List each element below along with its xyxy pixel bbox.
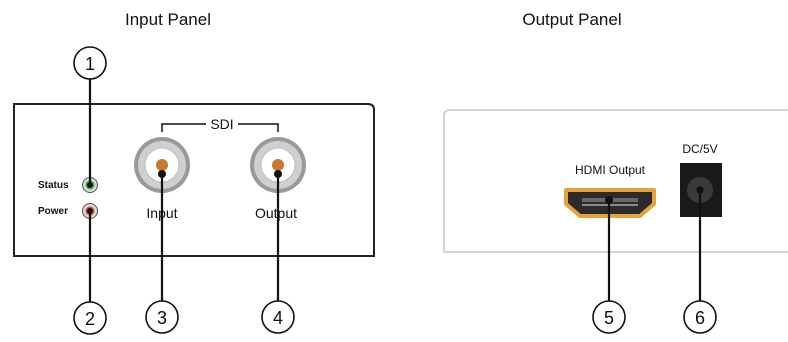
leader-dot-3 bbox=[158, 170, 166, 178]
sdi-bracket bbox=[161, 123, 279, 132]
hdmi-label: HDMI Output bbox=[575, 163, 646, 177]
leader-dot-4 bbox=[274, 170, 282, 178]
callout-4-number: 4 bbox=[273, 308, 283, 328]
input-panel-title: Input Panel bbox=[125, 10, 211, 29]
bnc-output-label: Output bbox=[255, 205, 297, 221]
power-label: Power bbox=[38, 206, 68, 217]
leader-dot-5 bbox=[605, 196, 613, 204]
input-panel: SDI Status Power Input Output bbox=[13, 103, 375, 257]
callout-3: 3 bbox=[145, 300, 179, 334]
output-panel-title: Output Panel bbox=[522, 10, 621, 29]
callout-4: 4 bbox=[261, 300, 295, 334]
bnc-input-connector-icon bbox=[134, 137, 190, 193]
callout-6: 6 bbox=[683, 300, 717, 334]
bnc-output-connector-icon bbox=[250, 137, 306, 193]
callout-3-number: 3 bbox=[157, 308, 167, 328]
callout-2-number: 2 bbox=[85, 309, 95, 329]
callout-5-number: 5 bbox=[604, 308, 614, 328]
dc-label: DC/5V bbox=[682, 142, 717, 156]
callout-2: 2 bbox=[73, 301, 107, 335]
output-panel-body bbox=[443, 109, 788, 253]
callout-5: 5 bbox=[592, 300, 626, 334]
callout-6-number: 6 bbox=[695, 308, 705, 328]
leader-dot-6 bbox=[696, 186, 704, 194]
output-panel: HDMI Output DC/5V bbox=[443, 109, 788, 253]
status-label: Status bbox=[38, 180, 69, 191]
sdi-label: SDI bbox=[210, 116, 233, 132]
leader-dot-1 bbox=[87, 182, 93, 188]
leader-dot-2 bbox=[87, 208, 93, 214]
callout-1: 1 bbox=[73, 46, 107, 80]
callout-1-number: 1 bbox=[85, 54, 95, 74]
